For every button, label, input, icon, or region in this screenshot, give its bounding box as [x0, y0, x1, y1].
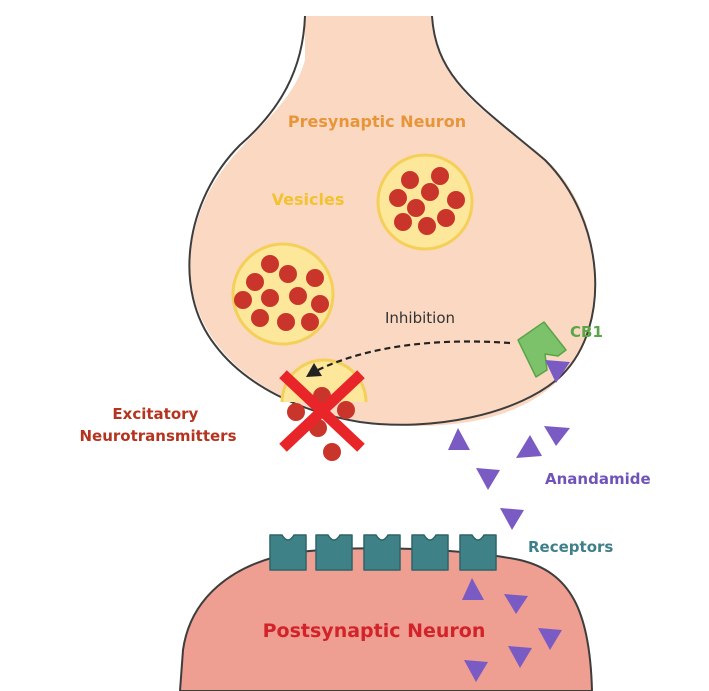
receptor	[363, 534, 401, 571]
neurotransmitter-molecule	[437, 209, 455, 227]
anandamide-molecule	[545, 360, 570, 383]
neurotransmitter-molecule	[306, 269, 324, 287]
neurotransmitter-molecule	[261, 289, 279, 307]
anandamide-molecule	[508, 646, 532, 668]
cb1-receptor	[517, 321, 570, 383]
anandamide-label: Anandamide	[545, 470, 651, 488]
receptor	[315, 534, 353, 571]
inhibition-label: Inhibition	[385, 309, 455, 327]
inhibition-arrow	[317, 340, 511, 371]
inhibition-arrowhead	[306, 363, 322, 377]
postsynaptic-neuron-body	[178, 547, 594, 691]
neurotransmitter-molecule	[287, 403, 305, 421]
neurotransmitter-molecule	[431, 167, 449, 185]
vesicle-lower	[231, 242, 335, 346]
neurotransmitter-molecule	[394, 213, 412, 231]
neurotransmitter-molecule	[311, 295, 329, 313]
neurotransmitter-molecule	[337, 401, 355, 419]
neurotransmitter-molecule	[407, 199, 425, 217]
anandamide-molecule	[500, 508, 524, 530]
inhibition-cross-icon	[279, 370, 365, 452]
neurotransmitter-molecule	[401, 171, 419, 189]
cb1-label: CB1	[570, 323, 603, 341]
anandamide-molecule	[476, 468, 500, 490]
anandamide-molecules	[448, 426, 570, 530]
receptors	[269, 534, 497, 571]
receptor	[269, 534, 307, 571]
presynaptic-neuron-label: Presynaptic Neuron	[288, 112, 466, 131]
anandamide-molecule	[462, 578, 484, 600]
anandamide-molecule	[544, 426, 570, 446]
presynaptic-neuron-outline	[188, 15, 597, 426]
neurotransmitter-molecule	[277, 313, 295, 331]
anandamide-molecules-postsynaptic	[462, 578, 562, 682]
receptor	[411, 534, 449, 571]
vesicle-upper	[376, 153, 474, 251]
anandamide-molecule	[464, 660, 488, 682]
neurotransmitter-molecule	[389, 189, 407, 207]
receptors-label: Receptors	[528, 538, 613, 556]
neurotransmitter-molecule	[251, 309, 269, 327]
neurotransmitter-molecule	[421, 183, 439, 201]
receptor	[459, 534, 497, 571]
neurotransmitter-molecule	[301, 313, 319, 331]
anandamide-molecule	[448, 428, 470, 450]
neurotransmitter-molecule	[289, 287, 307, 305]
neurotransmitter-molecule	[234, 291, 252, 309]
anandamide-molecule	[538, 628, 562, 650]
postsynaptic-neuron-label: Postsynaptic Neuron	[263, 620, 486, 642]
neurotransmitter-molecule	[323, 443, 341, 461]
anandamide-molecule	[516, 435, 542, 458]
anandamide-molecule	[504, 594, 528, 614]
neurotransmitter-molecule	[279, 265, 297, 283]
vesicles-label: Vesicles	[272, 190, 345, 209]
neurotransmitter-molecule	[418, 217, 436, 235]
neurotransmitter-molecule	[261, 255, 279, 273]
neurotransmitter-molecule	[447, 191, 465, 209]
excitatory-neurotransmitters-label: Excitatory Neurotransmitters	[79, 405, 236, 445]
neurotransmitter-molecule	[246, 273, 264, 291]
